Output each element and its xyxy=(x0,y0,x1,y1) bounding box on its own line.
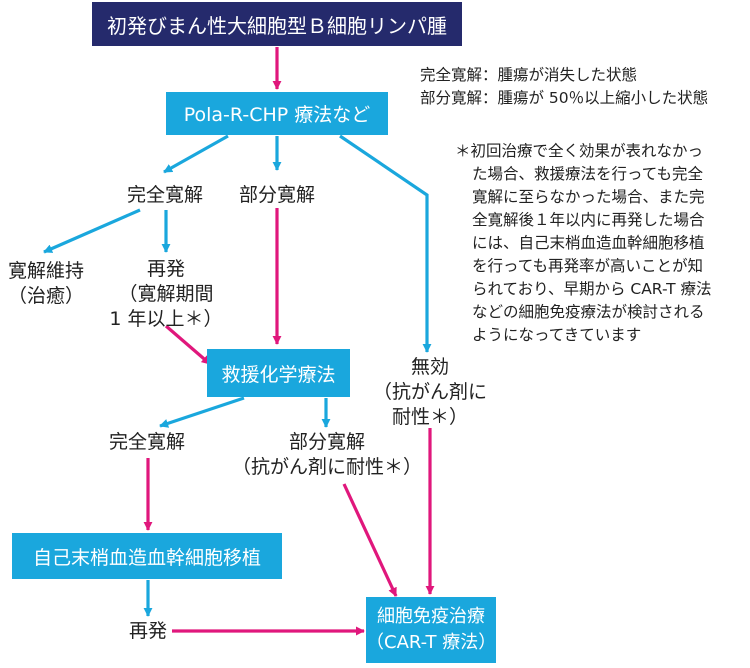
node-remission-maintained-line-2: （治癒） xyxy=(7,285,84,307)
node-complete-remission-1-label: 完全寛解 xyxy=(126,184,203,206)
legend-partial-remission: 部分寛解：腫瘍が 50％以上縮小した状態 xyxy=(420,89,709,107)
edge-relapse1-to-salvage xyxy=(164,324,212,366)
footnote-line: には、自己末梢血造血幹細胞移植 xyxy=(472,234,705,252)
node-no-effect-line-2: （抗がん剤に xyxy=(372,381,487,403)
footnote-line: ようになってきています xyxy=(472,326,642,344)
node-remission-maintained-line-1: 寛解維持 xyxy=(7,260,84,282)
node-remission-maintained: 寛解維持 （治癒） xyxy=(0,259,92,309)
node-car-t-therapy: 細胞免疫治療 （CAR-T 療法） xyxy=(366,597,496,663)
legend-complete-remission: 完全寛解：腫瘍が消失した状態 xyxy=(420,66,638,84)
node-complete-remission-2-label: 完全寛解 xyxy=(108,431,185,453)
edge-cr1-to-maintain xyxy=(43,208,141,254)
edge-salvage-to-cr2 xyxy=(159,396,245,428)
node-complete-remission-2: 完全寛解 xyxy=(92,430,202,455)
node-partial-remission-1: 部分寛解 xyxy=(222,183,332,208)
node-no-effect-line-3: 耐性＊） xyxy=(391,406,468,428)
node-relapse-1-line-2: （寛解期間 xyxy=(118,283,214,305)
node-salvage-chemotherapy-label: 救援化学療法 xyxy=(221,363,336,386)
node-initial-dlbcl-label: 初発びまん性大細胞型Ｂ細胞リンパ腫 xyxy=(107,13,447,38)
footnote-line: られており、早期から CAR-T 療法 xyxy=(472,280,712,298)
node-relapse-2: 再発 xyxy=(118,619,178,644)
node-partial-remission-2-line-1: 部分寛解 xyxy=(288,431,365,453)
node-no-effect-line-1: 無効 xyxy=(410,356,449,378)
node-no-effect: 無効 （抗がん剤に 耐性＊） xyxy=(366,355,494,430)
node-salvage-chemotherapy: 救援化学療法 xyxy=(207,349,350,397)
node-car-t-therapy-line-2: （CAR-T 療法） xyxy=(366,632,497,653)
node-autologous-stem-cell-transplant-label: 自己末梢血造血幹細胞移植 xyxy=(32,546,261,569)
node-car-t-therapy-line-1: 細胞免疫治療 xyxy=(377,606,485,627)
node-relapse-1-line-1: 再発 xyxy=(146,258,185,280)
node-relapse-1: 再発 （寛解期間 1 年以上＊） xyxy=(96,257,236,332)
footnote-line: を行っても再発率が高いことが知 xyxy=(472,257,703,275)
node-partial-remission-1-label: 部分寛解 xyxy=(238,184,315,206)
node-relapse-1-line-3: 1 年以上＊） xyxy=(109,308,223,330)
edge-pr2-to-cart xyxy=(342,483,398,597)
node-pola-r-chp-label: Pola-R-CHP 療法など xyxy=(183,104,371,126)
footnote-line: 全寛解後１年以内に再発した場合 xyxy=(472,211,705,229)
node-pola-r-chp: Pola-R-CHP 療法など xyxy=(166,92,388,135)
node-partial-remission-2: 部分寛解 （抗がん剤に耐性＊） xyxy=(228,430,426,480)
node-complete-remission-1: 完全寛解 xyxy=(110,183,220,208)
node-relapse-2-label: 再発 xyxy=(128,620,167,642)
node-autologous-stem-cell-transplant: 自己末梢血造血幹細胞移植 xyxy=(12,533,282,579)
edge-pola-to-noeffect xyxy=(339,134,432,353)
footnote-line: た場合、救援療法を行っても完全 xyxy=(472,165,703,183)
footnote-line: 寛解に至らなかった場合、また完 xyxy=(472,188,705,206)
legend-definitions: 完全寛解：腫瘍が消失した状態 部分寛解：腫瘍が 50％以上縮小した状態 xyxy=(420,64,708,110)
node-partial-remission-2-line-2: （抗がん剤に耐性＊） xyxy=(231,456,422,478)
footnote-line: などの細胞免疫療法が検討される xyxy=(472,303,705,321)
edge-pola-to-cr1 xyxy=(163,134,229,174)
footnote-line: ＊初回治療で全く効果が表れなかっ xyxy=(455,142,704,160)
node-initial-dlbcl: 初発びまん性大細胞型Ｂ細胞リンパ腫 xyxy=(92,2,462,46)
footnote: ＊初回治療で全く効果が表れなかっ た場合、救援療法を行っても完全 寛解に至らなか… xyxy=(455,140,712,347)
